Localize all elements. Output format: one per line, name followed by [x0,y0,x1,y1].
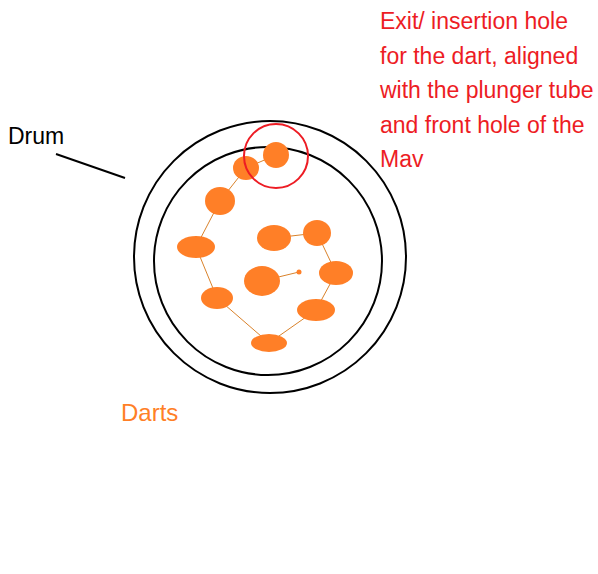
dart-tip [297,270,302,275]
dart [201,287,233,309]
exit-hole-marker [244,124,308,188]
darts-group [177,142,353,352]
dart [257,225,291,251]
drum-inner-rim [154,147,382,375]
dart [244,266,280,296]
drum-outer-rim [134,121,406,393]
dart [177,236,215,258]
dart-chain-line [196,155,336,343]
part-label: Darts [121,399,241,427]
dart [319,261,353,285]
dart [205,187,235,215]
leader-line [56,154,125,178]
part-label: Drum [8,122,128,150]
dart [303,220,331,246]
dart [263,142,289,168]
dart [251,334,287,352]
dart [297,299,335,321]
callout-note: Exit/ insertion hole for the dart, align… [380,4,594,177]
